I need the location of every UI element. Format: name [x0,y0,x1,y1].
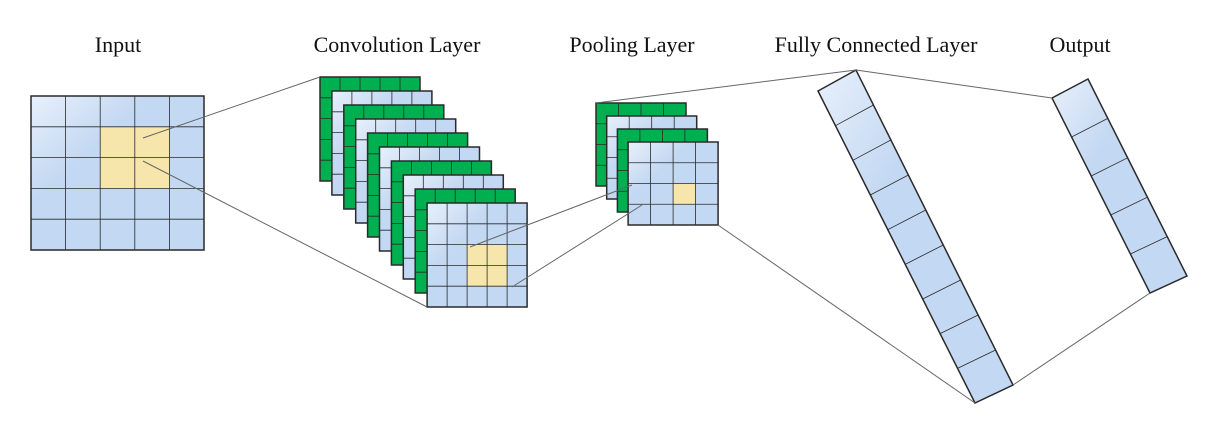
pool-feature-map-blue [627,141,719,226]
output-layer-cell-divider [1110,196,1148,216]
conv-feature-map-blue [426,202,528,308]
fully-connected-layer-cell-divider [905,244,944,265]
label-output: Output [1049,32,1110,57]
fully-connected-layer-body [817,68,1015,404]
output-layer-cell-divider [1071,118,1108,138]
output-layer [1050,77,1189,294]
output-layer-body [1050,77,1189,294]
connection-line [855,69,1053,99]
connection-line [142,160,428,308]
label-convolution-layer: Convolution Layer [314,32,481,57]
label-input: Input [95,32,141,57]
receptive-field-highlight [673,183,696,205]
output-layer-cell-divider [1130,236,1168,255]
fully-connected-layer-cell-divider [957,349,996,369]
fully-connected-layer-cell-divider [835,104,874,127]
connection-line [595,69,857,104]
fully-connected-layer [817,68,1015,404]
fully-connected-layer-cell-divider [887,209,926,231]
input-grid [30,95,205,251]
fully-connected-layer-cell-divider [870,174,909,196]
connection-line [511,204,643,288]
label-fully-connected-layer: Fully Connected Layer [775,32,979,57]
output-layer-cell-divider [1091,157,1128,177]
fully-connected-layer-cell-divider [852,139,892,161]
fully-connected-layer-cell-divider [922,279,961,300]
connection-line [142,76,321,139]
fully-connected-layer-cell-divider [939,314,979,335]
label-pooling-layer: Pooling Layer [569,32,695,57]
connection-line [717,224,976,404]
connection-line [1012,292,1151,386]
connection-line [469,184,633,248]
